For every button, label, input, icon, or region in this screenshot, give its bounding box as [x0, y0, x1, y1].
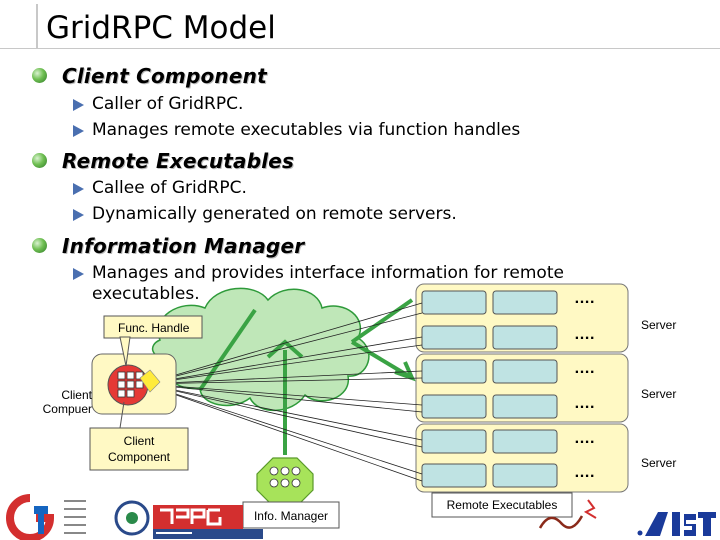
ellipsis: ….: [574, 430, 595, 447]
sub-item: Manages and provides interface informati…: [92, 263, 564, 304]
ellipsis: ….: [574, 360, 595, 377]
bullet-icon: [32, 238, 47, 253]
info-manager-label: Info. Manager: [253, 509, 329, 523]
sub-item: Dynamically generated on remote servers.: [92, 204, 457, 224]
spark-icon: [139, 369, 161, 393]
title-accent-bar: [36, 4, 38, 48]
sub-item: Callee of GridRPC.: [92, 178, 247, 198]
page-title: GridRPC Model: [46, 10, 276, 46]
client-component-label: Client Component: [107, 434, 171, 464]
info-manager-dots: [269, 466, 301, 488]
heading-remote-executables: Remote Executables: [62, 149, 295, 173]
func-handle-callout: [103, 315, 203, 339]
function-handle-grid-icon: [117, 371, 144, 398]
triangle-bullet-icon: [73, 125, 84, 137]
ninf-logo: [538, 499, 597, 529]
rpc-connection-lines: [144, 302, 423, 482]
gtrc-logo: [6, 494, 86, 540]
triangle-bullet-icon: [73, 209, 84, 221]
aist-logo: [637, 512, 716, 536]
client-component-callout: [89, 427, 189, 471]
triangle-bullet-icon: [73, 268, 84, 280]
executable-cells: [421, 290, 558, 488]
ellipsis: ….: [574, 326, 595, 343]
sub-item: Caller of GridRPC.: [92, 94, 244, 114]
triangle-bullet-icon: [73, 99, 84, 111]
ellipsis: ….: [574, 464, 595, 481]
remote-executables-label: Remote Executables: [446, 498, 558, 512]
title-divider: [0, 48, 720, 49]
server-label-1: Server: [641, 318, 677, 332]
sub-item: Manages remote executables via function …: [92, 120, 521, 140]
triangle-bullet-icon: [73, 183, 84, 195]
ellipsis: ….: [574, 395, 595, 412]
server-label-2: Server: [641, 387, 677, 401]
callout-pointer: [119, 336, 131, 367]
apgrid-logo: [114, 500, 263, 539]
remote-executables-label-box: [431, 492, 573, 518]
client-computer-label: Client Compuer: [42, 388, 92, 416]
heading-client-component: Client Component: [62, 64, 267, 88]
heading-information-manager: Information Manager: [62, 234, 305, 258]
info-manager-label-box: [242, 501, 340, 529]
ellipsis: ….: [574, 290, 595, 307]
func-handle-label: Func. Handle: [118, 321, 190, 335]
server-label-3: Server: [641, 456, 677, 470]
bullet-icon: [32, 153, 47, 168]
bullet-icon: [32, 68, 47, 83]
